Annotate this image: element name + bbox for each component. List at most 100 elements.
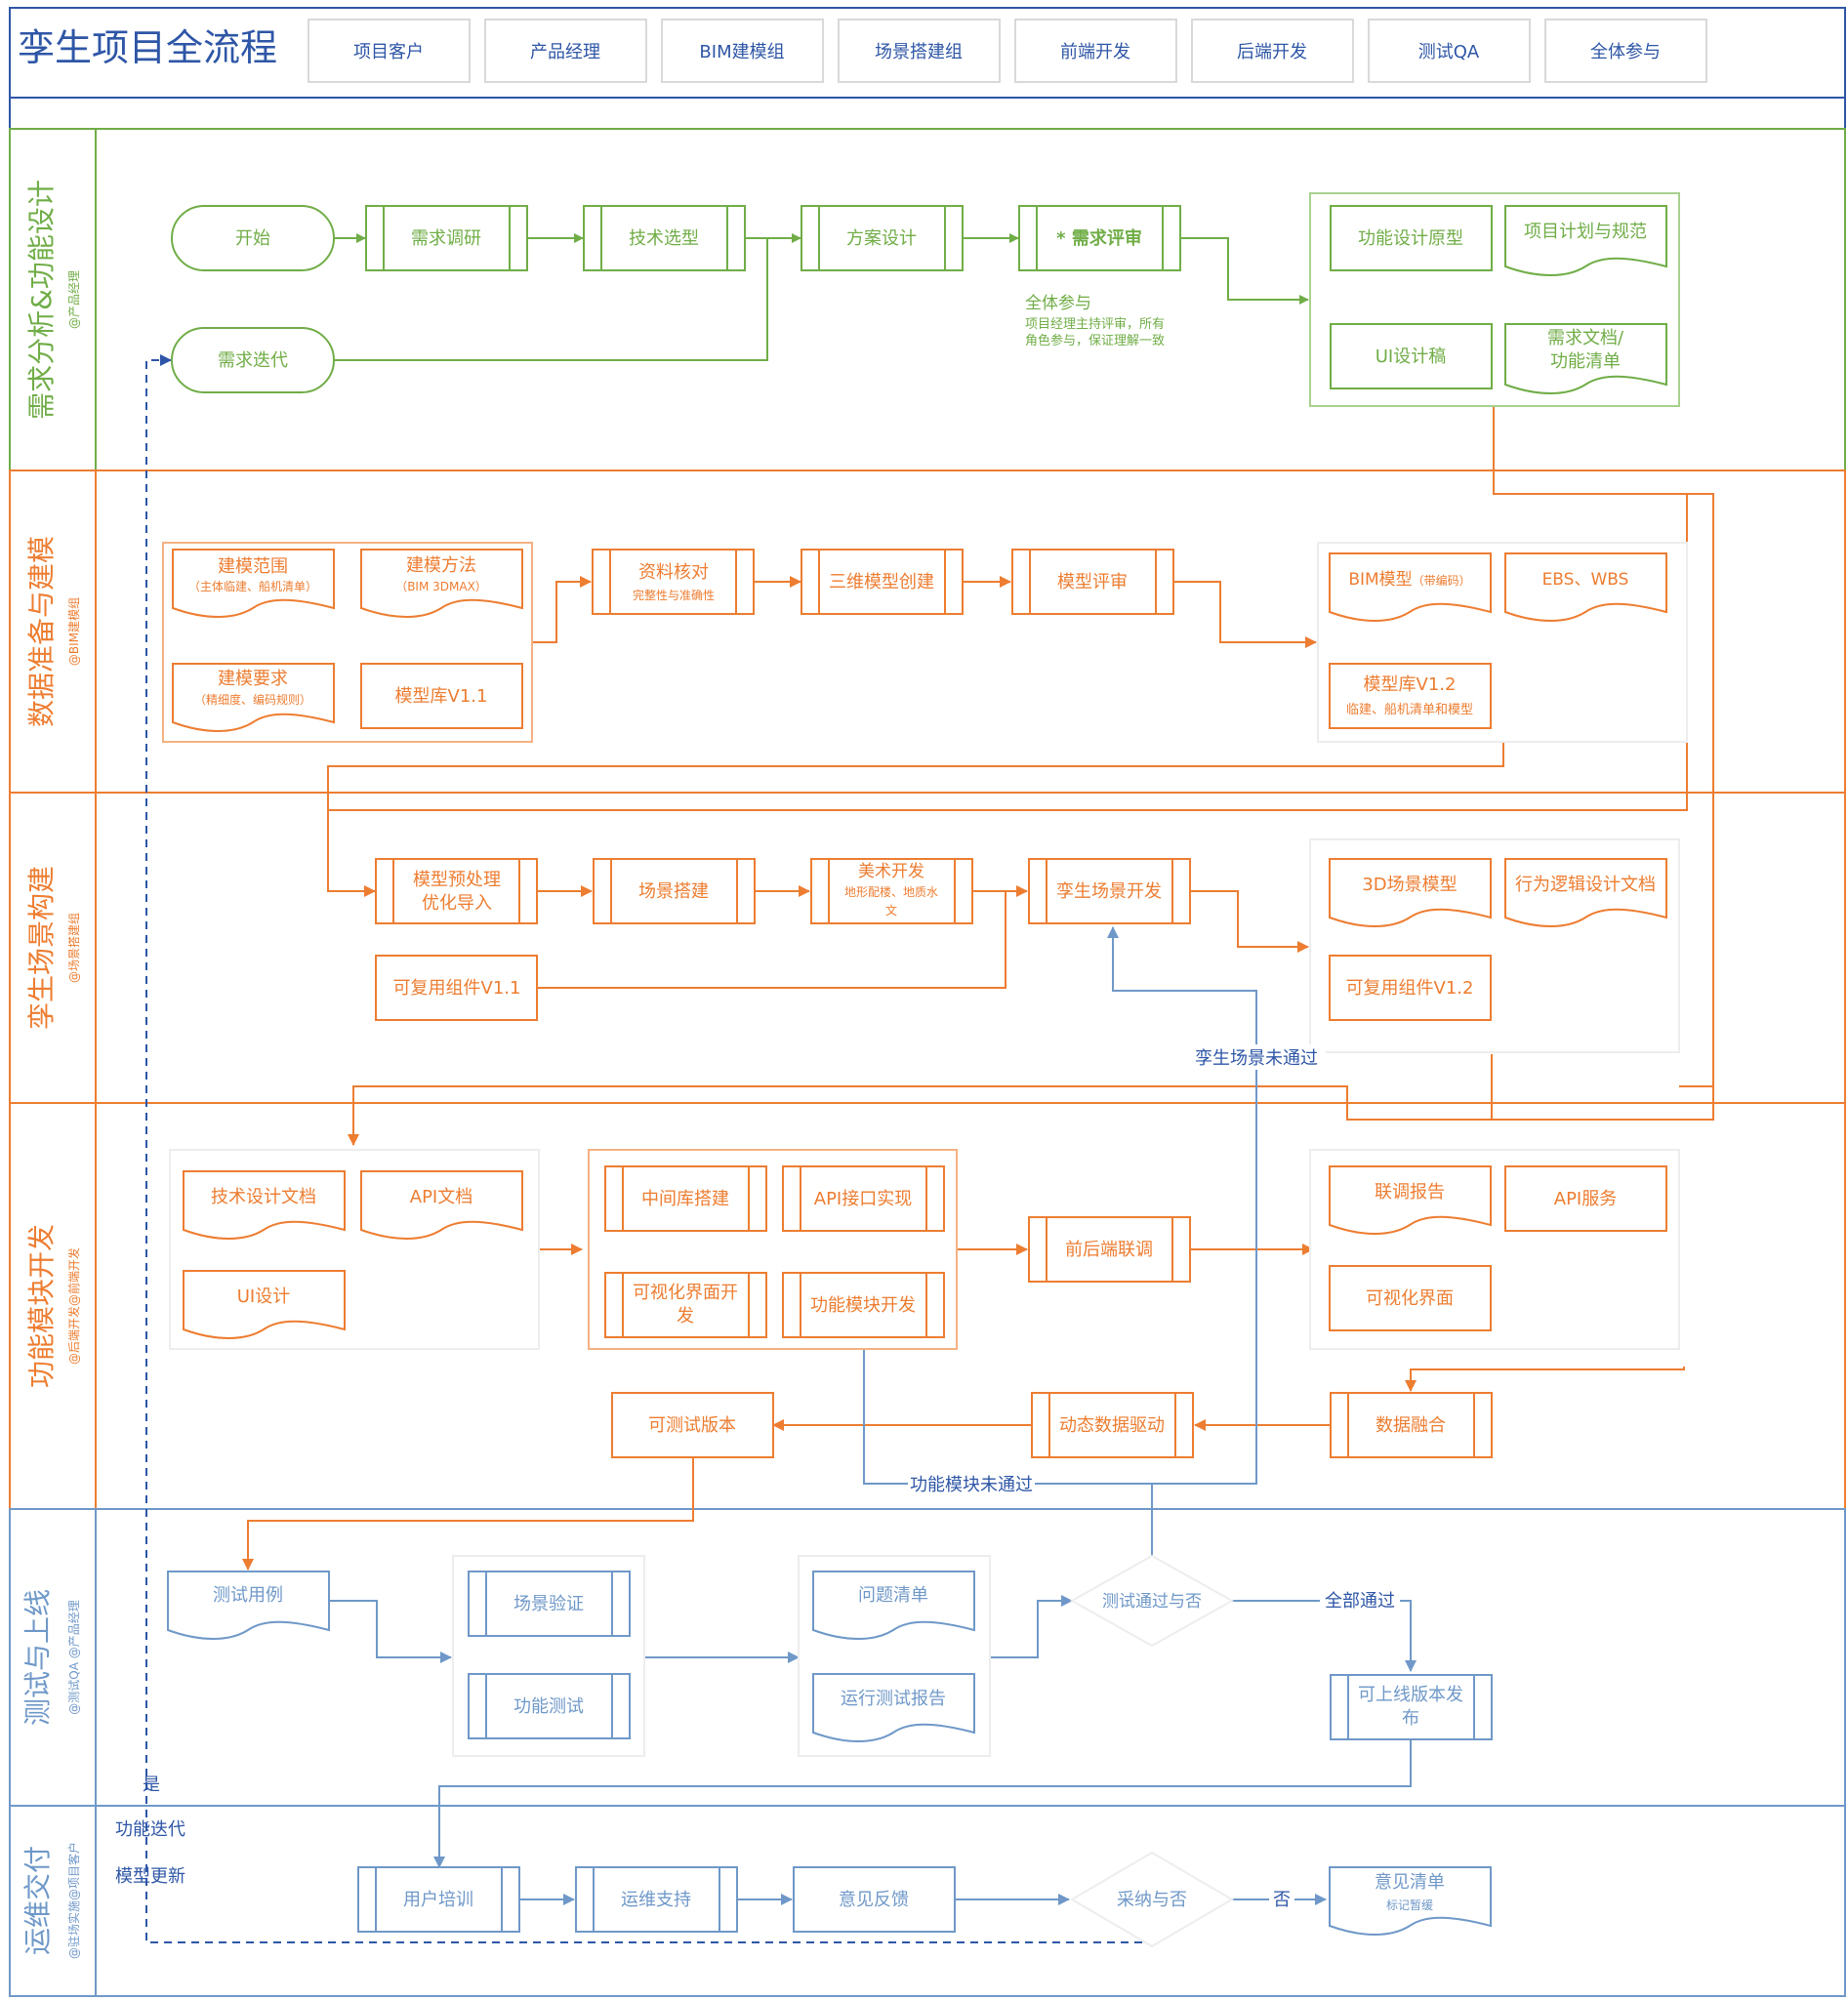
dyn-process[interactable] [1031,1392,1194,1458]
api-doc-document[interactable] [360,1170,523,1240]
scope-document[interactable] [172,549,335,618]
twin-dev-process[interactable] [1028,858,1191,924]
method-document[interactable] [360,549,523,618]
feedback-label: 意见反馈 [839,1890,909,1910]
test-pass-decision[interactable] [1069,1554,1235,1648]
api-impl-process[interactable] [782,1165,945,1232]
tech-doc-label: 技术设计文档 [211,1187,316,1207]
feedback-box[interactable] [793,1866,956,1933]
art-process[interactable] [810,858,973,924]
plan-document[interactable] [1504,205,1667,276]
lib11-label: 模型库V1.1 [395,686,488,707]
lib12-box[interactable] [1329,663,1492,729]
comp11-box[interactable] [375,955,538,1021]
lane-title: 孪生场景构建 [25,866,58,1030]
scene-build-process[interactable] [593,858,756,924]
func-dev-label: 功能模块开发 [810,1295,916,1316]
review-label: * 需求评审 [1056,227,1142,249]
integrate-label: 前后端联调 [1065,1240,1153,1260]
lane-subtitle: @产品经理 [67,270,81,329]
test-pass-label: 测试通过与否 [1102,1592,1202,1612]
lane-title: 测试与上线 [21,1589,54,1726]
role-tab[interactable] [1544,19,1707,83]
role-tab[interactable] [1014,19,1177,83]
testable-box[interactable] [611,1392,774,1458]
training-process[interactable] [357,1866,520,1933]
func-proto-box[interactable] [1330,205,1493,271]
role-tab[interactable] [1368,19,1531,83]
no-label: 否 [1273,1890,1291,1910]
ebs-label: EBS、WBS [1542,570,1629,590]
role-tab[interactable] [838,19,1001,83]
start-node[interactable] [171,205,335,271]
func-test-process[interactable] [468,1673,631,1739]
scope-sub: （主体临建、船机清单） [188,580,317,593]
release-process[interactable] [1330,1674,1493,1740]
lib11-box[interactable] [360,663,523,729]
bim-document[interactable] [1329,552,1492,622]
lane-3-shapes: 模型预处理 优化导入 场景搭建 美术开发 地形配楼、地质水 文 孪生场景开发 可… [375,838,1680,1070]
issues-document[interactable] [812,1571,975,1640]
review-process[interactable] [1018,205,1181,271]
lane-subtitle: @场景搭建组 [67,913,81,983]
role-tab[interactable] [661,19,824,83]
twin-fail-label: 孪生场景未通过 [1195,1048,1318,1069]
research-process[interactable] [365,205,528,271]
review-note-title: 全体参与 [1025,294,1091,313]
ebs-document[interactable] [1504,552,1667,622]
comp12-box[interactable] [1329,955,1492,1021]
comp12-label: 可复用组件V1.2 [1346,978,1474,999]
scene-verify-process[interactable] [468,1571,631,1637]
method-label: 建模方法 [406,555,476,576]
testable-label: 可测试版本 [648,1415,736,1436]
lane-1-shapes: 开始 需求迭代 需求调研 技术选型 方案设计 * 需求评审 全体参与 项目经理主… [171,192,1680,407]
review-note-line2: 角色参与，保证理解一致 [1025,333,1165,348]
behavior-document[interactable] [1504,858,1667,927]
func-proto-label: 功能设计原型 [1358,228,1463,249]
tech-doc-document[interactable] [183,1170,346,1240]
check-process[interactable] [592,549,755,615]
connectors [145,233,1714,1943]
vis-dev-line2: 发 [677,1306,694,1327]
vis-dev-process[interactable] [604,1272,767,1338]
testcase-document[interactable] [167,1571,330,1640]
req-document[interactable] [172,663,335,732]
ui-design-document[interactable] [183,1270,346,1339]
lane-2-shapes: 建模范围 （主体临建、船机清单） 建模方法 （BIM 3DMAX） 建模要求 （… [162,542,1688,743]
scene3d-document[interactable] [1329,858,1492,927]
create3d-process[interactable] [801,549,964,615]
scene3d-label: 3D场景模型 [1362,875,1457,895]
lib12-label: 模型库V1.2 [1364,674,1457,695]
preprocess-process[interactable] [375,858,538,924]
review-note-line1: 项目经理主持评审，所有 [1025,317,1165,332]
tech-select-process[interactable] [583,205,746,271]
role-tab-label: 后端开发 [1237,42,1307,62]
ops-process[interactable] [575,1866,738,1933]
check-label: 资料核对 [638,562,709,583]
ui-draft-box[interactable] [1330,323,1493,389]
solution-process[interactable] [801,205,964,271]
model-review-process[interactable] [1011,549,1174,615]
issues-label: 问题清单 [858,1585,928,1606]
adopt-decision[interactable] [1070,1851,1234,1948]
opinion-sub: 标记暂缓 [1386,1898,1433,1912]
run-report-document[interactable] [812,1673,975,1742]
api-service-box[interactable] [1504,1165,1667,1232]
ops-label: 运维支持 [621,1890,691,1910]
role-tab-label: 项目客户 [353,42,424,62]
vis-ui-box[interactable] [1329,1265,1492,1331]
func-dev-process[interactable] [782,1272,945,1338]
model-review-label: 模型评审 [1057,572,1128,592]
preprocess-line2: 优化导入 [422,893,492,914]
role-tab[interactable] [308,19,471,83]
opinion-document[interactable] [1329,1866,1492,1936]
joint-report-document[interactable] [1329,1165,1492,1235]
req-doc-document[interactable] [1504,323,1667,394]
integrate-process[interactable] [1028,1216,1191,1283]
role-tab[interactable] [484,19,647,83]
middleware-process[interactable] [604,1165,767,1232]
iterate-node[interactable] [171,327,335,393]
role-tab[interactable] [1191,19,1354,83]
fusion-process[interactable] [1330,1392,1493,1458]
lane-5-shapes: 测试用例 场景验证 功能测试 问题清单 运行测试报告 测试通过与否 全部通过 可… [143,1554,1493,1795]
